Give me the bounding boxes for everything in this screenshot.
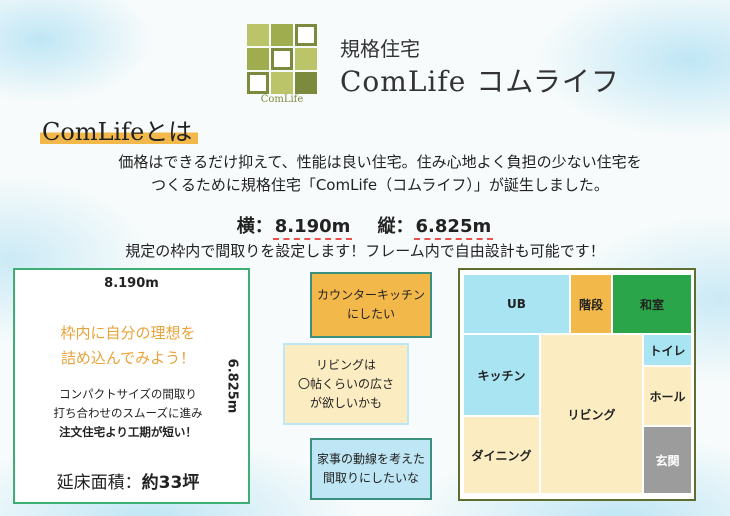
wish-card-housework: 家事の動線を考えた 間取りにしたいな xyxy=(310,438,432,500)
frame-note-line-2: 打ち合わせのスムーズに進み xyxy=(53,406,203,420)
frame-width-label: 8.190m xyxy=(104,276,159,291)
frame-box xyxy=(13,268,250,504)
floor-area: 延床面積：約33坪 xyxy=(22,468,234,493)
floor-area-value: 約33坪 xyxy=(141,473,200,493)
room-genkan: 玄関 xyxy=(644,427,691,493)
room-hall: ホール xyxy=(644,367,691,425)
room-dining: ダイニング xyxy=(464,417,539,493)
frame-note-line-3: 注文住宅より工期が短い！ xyxy=(59,425,197,439)
wish-card-text: リビングは xyxy=(315,357,376,372)
logo-caption: ComLife xyxy=(260,94,304,105)
description-line-2: つくるために規格住宅「ComLife（コムライフ）」が誕生しました。 xyxy=(151,176,609,194)
wish-card-counter-kitchen: カウンターキッチン にしたい xyxy=(310,272,432,338)
room-ub: UB xyxy=(464,275,569,333)
height-label: 縦： xyxy=(377,216,414,237)
room-living: リビング xyxy=(541,335,642,493)
frame-note-line-1: コンパクトサイズの間取り xyxy=(59,387,197,401)
frame-catch-line-2: 詰め込んでみよう！ xyxy=(60,349,196,367)
wish-card-text: が欲しいかも xyxy=(309,395,382,410)
room-stairs: 階段 xyxy=(571,275,611,333)
width-value: 8.190m xyxy=(272,216,353,240)
room-toilet: トイレ xyxy=(644,335,691,365)
room-kitchen: キッチン xyxy=(464,335,539,415)
wish-card-text: 〇帖くらいの広さ xyxy=(297,376,394,391)
wish-card-text: 家事の動線を考えた xyxy=(316,452,425,466)
wish-card-text: 間取りにしたいな xyxy=(322,471,419,485)
frame-catch-line-1: 枠内に自分の理想を xyxy=(60,324,196,342)
wish-card-living: リビングは 〇帖くらいの広さ が欲しいかも xyxy=(283,343,409,425)
section-heading: ComLifeとは xyxy=(40,112,199,147)
sub-title: 規格住宅 xyxy=(340,37,420,61)
logo-mark xyxy=(247,24,317,94)
width-label: 横： xyxy=(236,216,273,237)
dimensions-line: 横：8.190m 縦：6.825m xyxy=(0,212,730,240)
floor-area-label: 延床面積： xyxy=(56,473,142,493)
comlife-logo: ComLife xyxy=(247,24,317,108)
wish-card-text: カウンターキッチン xyxy=(316,288,425,302)
wish-card-text: にしたい xyxy=(346,307,395,321)
rule-text: 規定の枠内で間取りを設定します！フレーム内で自由設計も可能です！ xyxy=(125,242,605,260)
height-value: 6.825m xyxy=(413,216,494,240)
room-washitsu: 和室 xyxy=(613,275,691,333)
main-title: ComLife コムライフ xyxy=(340,65,620,98)
description-line-1: 価格はできるだけ抑えて、性能は良い住宅。住み心地よく負担の少ない住宅を xyxy=(118,153,642,171)
